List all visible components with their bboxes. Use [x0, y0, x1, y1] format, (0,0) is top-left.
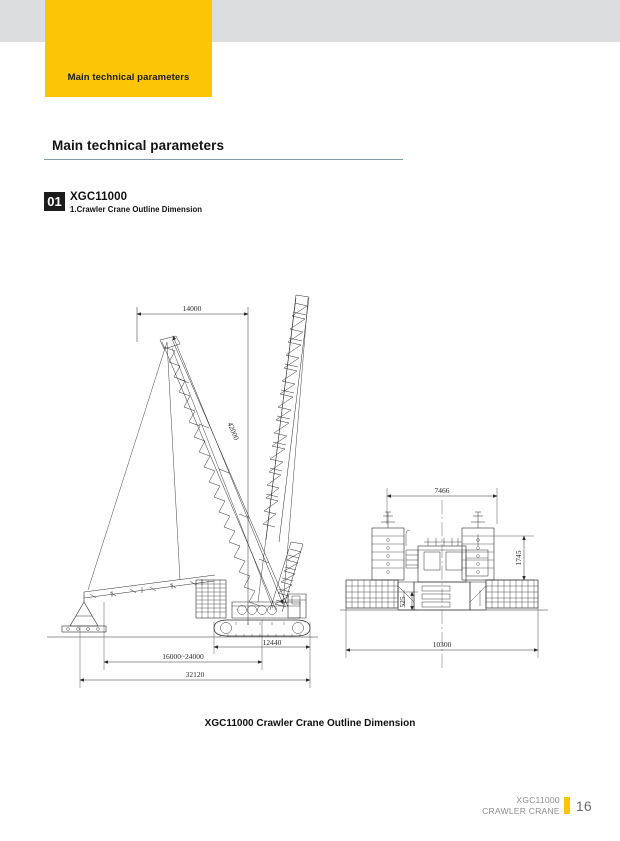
footer-model-line2: CRAWLER CRANE: [482, 805, 560, 816]
page-footer: XGC11000 CRAWLER CRANE 16: [482, 795, 592, 816]
dim-label-16000-24000: 16000~24000: [162, 652, 204, 661]
figure-caption: XGC11000 Crawler Crane Outline Dimension: [204, 718, 416, 729]
outline-dimension-drawing: 14000: [0, 250, 620, 700]
dim-label-42000: 42000: [226, 421, 242, 442]
footer-accent-bar: [563, 797, 570, 814]
section-divider: [44, 159, 403, 160]
header-yellow-tab: Main technical parameters: [45, 0, 212, 97]
dim-label-14000: 14000: [183, 304, 202, 313]
footer-model: XGC11000 CRAWLER CRANE: [482, 795, 560, 816]
dim-label-32120: 32120: [186, 670, 205, 679]
item-number-badge: 01: [44, 192, 65, 211]
dim-label-525: 525: [398, 596, 407, 608]
dim-label-12440: 12440: [263, 638, 282, 647]
header-tab-label: Main technical parameters: [67, 72, 190, 83]
dim-label-10300: 10300: [433, 640, 452, 649]
item-model-title: XGC11000: [70, 191, 128, 203]
page-title: Main technical parameters: [52, 138, 225, 153]
page-number: 16: [575, 797, 592, 814]
dim-label-1745: 1745: [514, 550, 523, 565]
footer-model-line1: XGC11000: [516, 795, 560, 805]
item-subtitle: 1.Crawler Crane Outline Dimension: [70, 205, 203, 214]
dim-label-7466: 7466: [435, 486, 450, 495]
